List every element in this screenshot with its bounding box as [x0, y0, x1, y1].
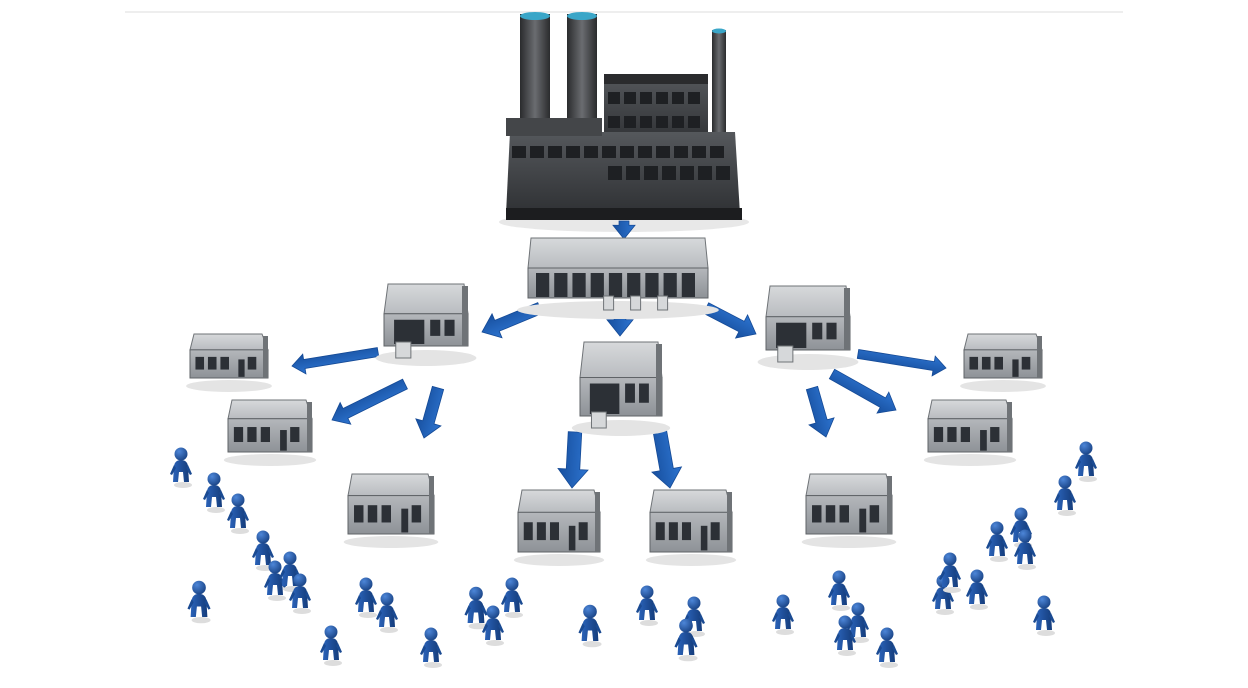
arrow-left-hub-to-store-2 — [331, 378, 408, 425]
person-icon — [420, 627, 442, 668]
arrow-factory-to-dc — [612, 220, 636, 240]
person-icon — [187, 580, 211, 624]
person-icon — [464, 586, 488, 630]
arrow-right-hub-to-store-2 — [828, 368, 897, 414]
person-icon — [966, 569, 988, 610]
arrow-dc-to-right-hub — [702, 302, 757, 339]
flow-arrows — [291, 220, 947, 489]
store-center-2 — [645, 489, 737, 566]
arrow-right-hub-to-store-1 — [805, 385, 835, 438]
person-icon — [170, 447, 192, 488]
arrow-left-hub-to-store-1 — [291, 347, 380, 375]
facility-buildings — [186, 237, 1046, 566]
store-center-1 — [513, 489, 605, 566]
person-icon — [227, 493, 249, 534]
arrow-center-hub-to-store-1 — [557, 431, 589, 489]
person-icon — [320, 625, 342, 666]
regional-warehouse-right — [757, 285, 859, 370]
person-icon — [986, 521, 1008, 562]
person-icon — [578, 604, 602, 648]
person-icon — [772, 594, 794, 635]
person-icon — [636, 585, 658, 626]
arrow-right-hub-to-store-3 — [856, 349, 947, 377]
person-icon — [482, 605, 504, 646]
person-icon — [1010, 507, 1032, 548]
arrow-dc-to-left-hub — [481, 302, 543, 339]
person-icon — [289, 573, 311, 614]
person-icon — [264, 560, 286, 601]
person-icon — [252, 530, 274, 571]
arrow-center-hub-to-store-2 — [651, 430, 683, 489]
regional-warehouse-center — [571, 341, 671, 436]
person-icon — [876, 627, 898, 668]
store-right-3 — [960, 333, 1046, 392]
person-icon — [501, 577, 523, 618]
person-icon — [203, 472, 225, 513]
person-icon — [1075, 441, 1097, 482]
distribution-center — [517, 237, 719, 319]
person-icon — [834, 615, 856, 656]
store-left-3 — [343, 473, 439, 548]
person-icon — [1033, 595, 1055, 636]
store-left-2 — [223, 399, 317, 466]
store-left-1 — [186, 333, 272, 392]
factory-icon — [499, 12, 749, 232]
person-icon — [1014, 529, 1036, 570]
person-icon — [355, 577, 377, 618]
store-right-2 — [923, 399, 1017, 466]
person-icon — [376, 592, 398, 633]
person-icon — [674, 618, 698, 662]
person-icon — [828, 570, 850, 611]
factory-windows — [512, 92, 730, 180]
person-icon — [939, 552, 961, 593]
store-right-1 — [801, 473, 897, 548]
customers-group — [170, 441, 1097, 668]
person-icon — [1054, 475, 1076, 516]
arrow-left-hub-to-store-3 — [415, 385, 445, 439]
regional-warehouse-left — [375, 283, 477, 366]
person-icon — [847, 602, 869, 643]
